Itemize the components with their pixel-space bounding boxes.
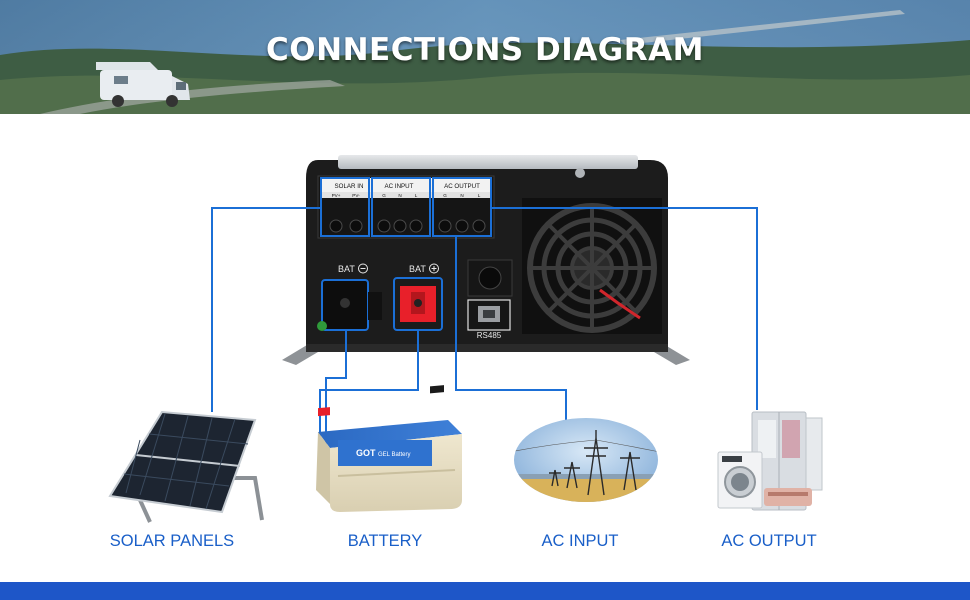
ac-input-image [514,418,658,502]
battery-image: GOT GEL Battery [316,385,462,512]
inverter-unit: SOLAR IN AC INPUT AC OUTPUT PV+ PV- G N … [282,155,690,365]
connection-wires [211,207,758,445]
solar-panels-image [108,410,264,523]
wire-battery-positive [319,330,419,445]
pin-acout-n-label: N [460,193,463,198]
rs485-label: RS485 [477,331,502,340]
cooling-fan-icon [522,198,662,334]
pin-acin-n-label: N [398,193,401,198]
battery-type-label: GEL Battery [378,452,410,458]
rs485-port [467,299,511,331]
wire-ac-output [491,207,758,410]
pin-pv-minus-label: PV- [352,193,360,198]
pin-pv-plus-label: PV+ [332,193,341,198]
solar-panels-label: SOLAR PANELS [109,532,235,550]
pin-acin-g-label: G [382,193,386,198]
pin-acin-l-label: L [415,193,418,198]
connections-diagram: SOLAR IN AC INPUT AC OUTPUT PV+ PV- G N … [108,155,823,523]
battery-label: BATTERY [347,532,423,550]
wire-ac-input [455,236,567,420]
ac-output-appliances-image [717,411,823,511]
landscape-background [0,0,970,114]
ac-input-label: AC INPUT [541,532,619,550]
page-title: CONNECTIONS DIAGRAM [266,32,704,68]
solar-in-group-label: SOLAR IN [335,183,364,190]
ac-input-group-label: AC INPUT [385,183,414,190]
bat-positive-label: BAT [409,264,426,274]
ac-output-group-label: AC OUTPUT [444,183,480,190]
bat-positive-terminal [393,277,443,331]
ground-icon [317,321,327,331]
camper-van-image [96,62,190,107]
header-banner: CONNECTIONS DIAGRAM [0,0,970,114]
ac-output-label: AC OUTPUT [721,532,817,550]
footer-bar [0,582,970,600]
bat-negative-terminal [321,279,382,331]
bat-negative-label: BAT [338,264,355,274]
battery-brand-label: GOT [356,448,376,458]
pin-acout-l-label: L [478,193,481,198]
wire-solar [211,207,321,412]
pin-acout-g-label: G [443,193,447,198]
